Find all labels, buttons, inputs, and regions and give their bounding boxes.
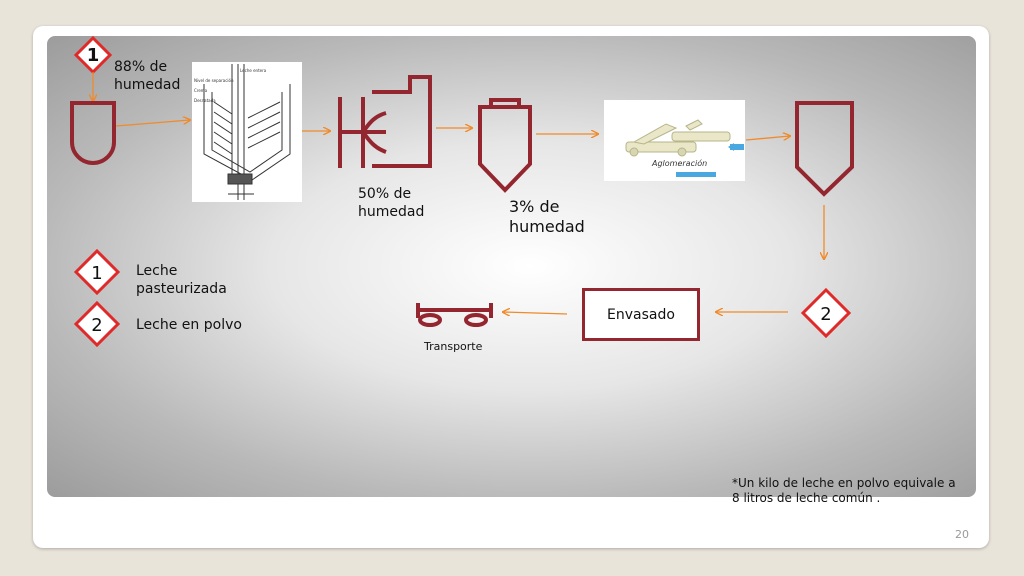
moisture-dry-label: 3% de humedad — [509, 197, 585, 236]
legend-diamond-2: 2 — [73, 300, 121, 348]
separator-tiny-label-4: Desnatada — [194, 98, 216, 103]
moisture-evap-label: 50% de humedad — [358, 186, 425, 220]
page-number: 20 — [955, 528, 969, 541]
separator-tiny-label-3: Crema — [194, 88, 208, 93]
legend-1-number: 1 — [91, 263, 102, 284]
arrow-envasado-to-transport — [503, 312, 568, 314]
transporte-label: Transporte — [424, 340, 483, 353]
badge-top-number: 1 — [87, 45, 100, 66]
transport-truck-icon — [416, 303, 493, 327]
badge-2-number: 2 — [820, 304, 831, 325]
agglomeration-illustration: Aglomeración — [604, 100, 745, 181]
separator-illustration: Leche entera Nivel de separación Crema D… — [192, 62, 302, 202]
legend-label-2: Leche en polvo — [136, 317, 242, 333]
legend-diamond-1: 1 — [73, 248, 121, 296]
separator-drawing: Leche entera Nivel de separación Crema D… — [194, 64, 291, 200]
separator-tiny-label-2: Nivel de separación — [194, 78, 234, 83]
arrow-agglomeration-to-silo — [745, 136, 790, 141]
footnote: *Un kilo de leche en polvo equivale a 8 … — [732, 476, 956, 505]
legend-2-number: 2 — [91, 315, 102, 336]
badge-diamond-2-right: 2 — [800, 287, 852, 339]
evaporator-symbol — [338, 75, 432, 168]
arrow-tank-to-separator — [115, 120, 190, 127]
separator-tiny-label-1: Leche entera — [240, 68, 267, 73]
storage-silo — [795, 101, 854, 197]
envasado-box: Envasado — [582, 288, 700, 341]
agglomeration-drawing: Aglomeración — [625, 119, 744, 177]
legend-label-1: Leche pasteurizada — [136, 263, 227, 297]
moisture-start-label: 88% de humedad — [114, 59, 181, 93]
dryer-silo — [478, 98, 532, 193]
envasado-label: Envasado — [607, 306, 675, 323]
milk-tank-shape — [70, 101, 116, 165]
badge-diamond-top: 1 — [73, 35, 113, 75]
agglomeration-label: Aglomeración — [651, 158, 707, 168]
